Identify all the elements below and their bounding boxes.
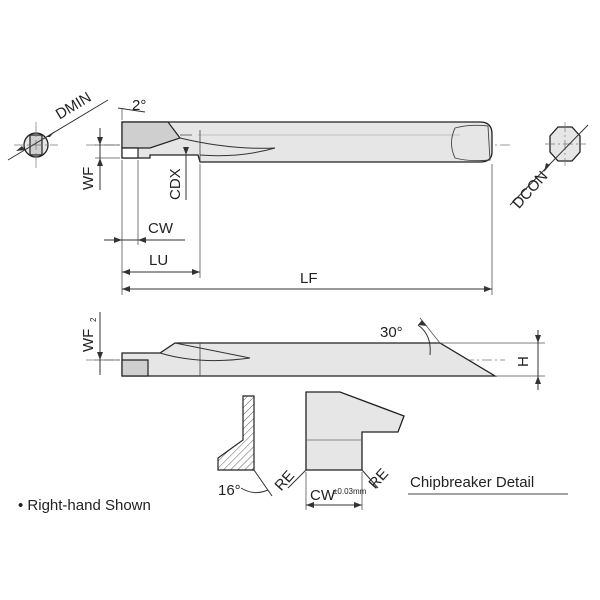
h-label: H: [515, 356, 532, 367]
dmin-label: DMIN: [53, 89, 95, 123]
side-view: WF 2 30° H: [80, 312, 545, 390]
angle-16-label: 16°: [218, 482, 241, 499]
right-hand-note: • Right-hand Shown: [18, 497, 151, 514]
shank-end-chamfer: [451, 124, 491, 162]
side-insert: [121, 359, 149, 377]
lu-arrow-1: [122, 269, 130, 275]
cw-label: CW: [148, 220, 174, 237]
angle-30-arrow: [418, 320, 427, 326]
dmin-arrow-2: [46, 131, 55, 137]
cw-arrow-2: [138, 237, 146, 243]
insert-head: [121, 121, 181, 149]
wf-arrow-1: [97, 137, 103, 145]
flute-curve: [179, 137, 276, 149]
end-view-left: DMIN: [7, 89, 109, 168]
lf-arrow-1: [122, 286, 130, 292]
tool-body-side: [121, 342, 498, 377]
lu-arrow-2: [192, 269, 200, 275]
re-left-leader: [287, 469, 307, 489]
side-flute: [174, 342, 251, 359]
dcon-arrow: [544, 163, 550, 172]
angle-2-line: [117, 107, 146, 113]
chipbreaker-section: 16° RE RE CW ±0.03mm Chipbreaker Detail: [217, 391, 568, 510]
side-flute-2: [159, 352, 251, 362]
section-hatched: [217, 395, 255, 471]
wf2-arrow: [97, 352, 103, 360]
angle-30-label: 30°: [380, 324, 403, 341]
lu-label: LU: [149, 252, 168, 269]
re-left-label: RE: [272, 467, 299, 494]
cw-detail-arrow-1: [306, 502, 314, 508]
angle-16-arc: [240, 487, 269, 494]
re-right-leader: [361, 469, 379, 489]
angle-16-leg: [253, 469, 273, 497]
h-arrow-2: [535, 376, 541, 384]
dcon-label: DCON: [509, 168, 551, 212]
cw-tolerance-label: ±0.03mm: [333, 487, 367, 496]
angle-30-arc: [417, 324, 431, 356]
cdx-arrow: [183, 147, 189, 155]
top-view: 2° WF CDX CW LU LF: [80, 97, 510, 295]
angle-2-label: 2°: [132, 97, 146, 114]
cutting-notch: [121, 147, 139, 159]
tool-body-top: [121, 121, 493, 163]
cw-detail-label: CW: [310, 487, 336, 504]
lf-label: LF: [300, 270, 318, 287]
wf-label: WF: [80, 167, 97, 190]
chipbreaker-caption: Chipbreaker Detail: [410, 474, 534, 491]
wf2-subscript: 2: [89, 317, 98, 322]
dmin-arrow: [16, 146, 25, 151]
cdx-label: CDX: [167, 168, 184, 200]
insert-front-detail: [305, 391, 405, 471]
lf-arrow-2: [484, 286, 492, 292]
h-arrow-1: [535, 335, 541, 343]
end-view-right: DCON: [509, 122, 589, 212]
cw-detail-arrow-2: [354, 502, 362, 508]
re-right-label: RE: [366, 465, 393, 492]
cw-arrow-1: [114, 237, 122, 243]
wf-arrow-2: [97, 158, 103, 166]
wf2-label: WF: [80, 329, 97, 352]
flute-curve-2: [199, 147, 276, 157]
